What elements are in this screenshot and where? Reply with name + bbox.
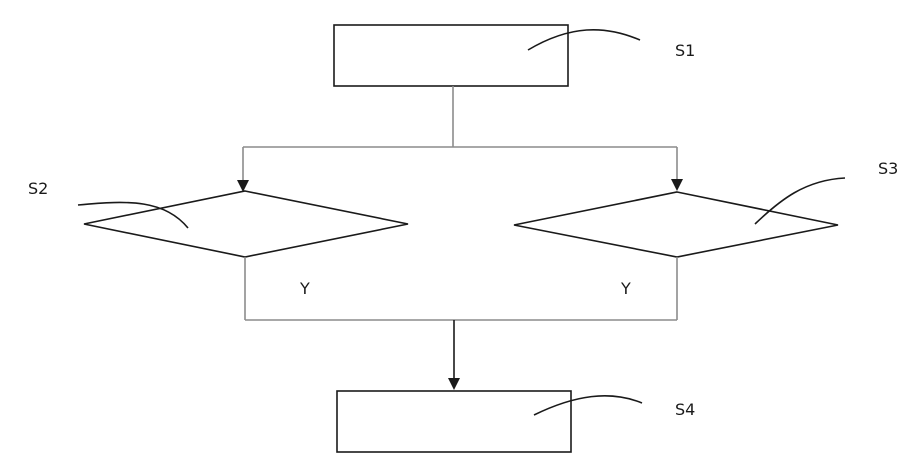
branch-label-right: Y <box>620 279 631 298</box>
step-s1-box <box>334 25 568 86</box>
step-s1-label: S1 <box>675 41 695 60</box>
arrowhead-to-s4 <box>448 378 460 390</box>
arrowhead-to-s3 <box>671 179 683 191</box>
decision-s2-label: S2 <box>28 179 48 198</box>
arrowhead-to-s2 <box>237 180 249 192</box>
branch-label-left: Y <box>299 279 310 298</box>
decision-s2-diamond <box>84 191 408 257</box>
decision-s3-label: S3 <box>878 159 898 178</box>
step-s4-label: S4 <box>675 400 695 419</box>
decision-s3-diamond <box>514 192 838 257</box>
step-s4-box <box>337 391 571 452</box>
